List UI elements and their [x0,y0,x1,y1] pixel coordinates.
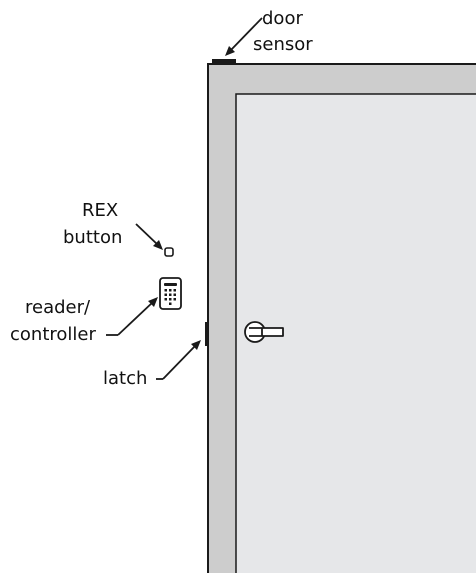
latch-arrow [162,340,201,380]
rex-label-line2: button [63,227,122,248]
reader-label-line1: reader/ [25,297,91,318]
door-sensor [212,59,236,64]
rex-arrow [135,223,163,250]
reader-keypad-icon [159,277,182,310]
door-leaf-outline [235,93,476,573]
door-sensor-label-line1: door [262,8,303,29]
reader-label-line2: controller [10,324,96,345]
latch-label: latch [103,368,147,389]
latch [205,322,209,346]
door-frame-outline [207,63,476,573]
door-sensor-label-line2: sensor [253,34,313,55]
door-sensor-arrow [225,17,263,56]
reader-arrow [117,297,158,336]
rex-label-line1: REX [82,200,118,221]
door-handle-icon [244,321,284,343]
rex-button [164,247,174,257]
